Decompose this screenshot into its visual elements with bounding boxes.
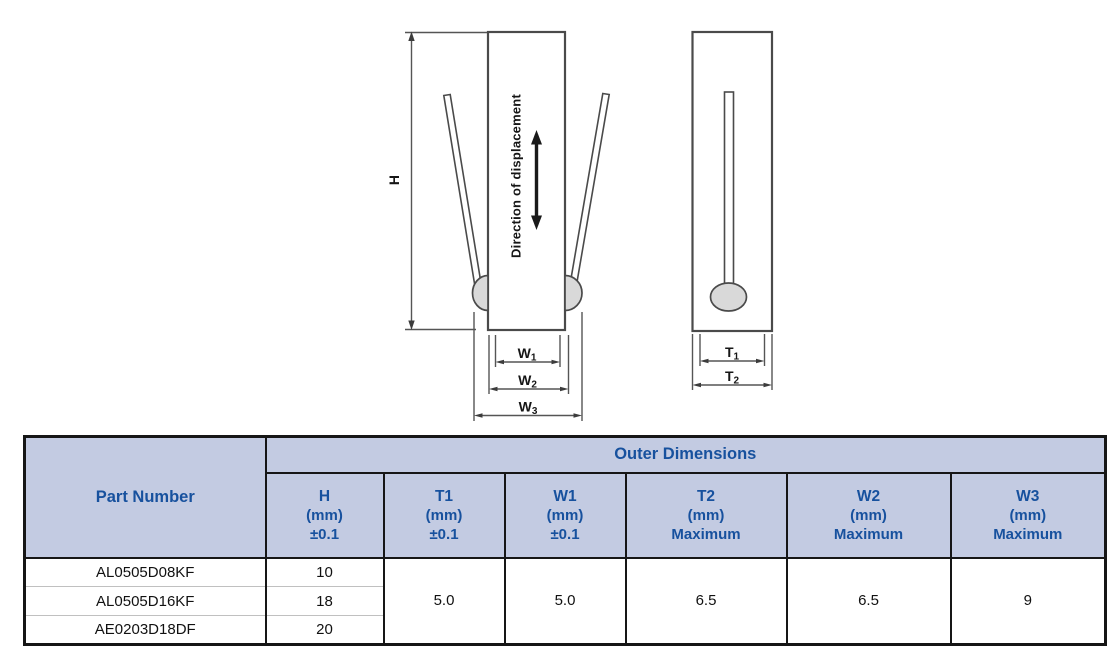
col-header-h-tolerance: ±0.1	[309, 525, 340, 543]
h-value-cell: 18	[264, 586, 385, 616]
col-header-t1: T1 (mm) ±0.1	[382, 471, 506, 559]
col-header-t2: T2 (mm) Maximum	[624, 471, 788, 559]
lead-wire-right	[567, 92, 611, 294]
part-number-header: Part Number	[23, 435, 267, 559]
front-view: H Direction of displacement W1	[386, 30, 611, 421]
actuator-body-front	[486, 30, 567, 332]
part-number-cell: AL0505D08KF	[23, 557, 267, 587]
col-header-w1-symbol: W1	[553, 487, 577, 505]
dimensions-table: Part Number Outer Dimensions H (mm) ±0.1…	[23, 435, 1108, 646]
table-row: AL0505D08KF 10 5.0 5.0 6.5 6.5 9	[23, 557, 1107, 645]
t1-value-cell: 5.0	[382, 557, 506, 645]
col-header-w3-symbol: W3	[1016, 487, 1040, 505]
col-header-w2-unit: (mm)	[850, 506, 887, 524]
col-header-t1-unit: (mm)	[425, 506, 463, 524]
solder-fillet-right	[564, 274, 583, 312]
col-header-w1-unit: (mm)	[546, 506, 584, 524]
t2-dimension: T2	[691, 334, 773, 390]
solder-fillet-left	[471, 274, 489, 312]
col-header-t1-symbol: T1	[434, 487, 454, 505]
col-header-w2-symbol: W2	[856, 487, 881, 505]
h-value-cell: 10	[264, 557, 385, 587]
w3-dimension-label: W3	[519, 399, 538, 418]
solder-fillet-side	[709, 282, 748, 312]
t1-dimension: T1	[699, 334, 766, 366]
col-header-t1-tolerance: ±0.1	[429, 525, 459, 543]
w2-dimension-label: W2	[518, 372, 537, 391]
col-header-w3: W3 (mm) Maximum	[949, 471, 1107, 559]
col-header-w2: W2 (mm) Maximum	[785, 471, 952, 559]
table-row: AE0203D18DF 20	[23, 615, 1106, 645]
col-header-w3-unit: (mm)	[1009, 506, 1047, 524]
col-header-w1: W1 (mm) ±0.1	[503, 471, 627, 559]
col-header-t2-unit: (mm)	[687, 506, 725, 524]
side-view: T1 T2	[691, 30, 774, 390]
lead-wire-left	[442, 93, 484, 293]
h-dimension: H	[386, 31, 487, 331]
h-dimension-label: H	[386, 175, 402, 185]
technical-drawing: H Direction of displacement W1	[386, 30, 774, 421]
t2-value-cell: 6.5	[624, 557, 788, 645]
col-header-w2-tolerance: Maximum	[833, 525, 904, 543]
w2-dimension: W2	[488, 335, 570, 394]
w3-value-cell: 9	[949, 557, 1107, 645]
col-header-t2-symbol: T2	[696, 487, 716, 505]
displacement-direction-label: Direction of displacement	[509, 94, 524, 258]
part-number-cell: AL0505D16KF	[23, 586, 267, 616]
col-header-w1-tolerance: ±0.1	[550, 525, 580, 543]
t1-dimension-label: T1	[725, 344, 740, 363]
outer-dimensions-header: Outer Dimensions	[264, 435, 1107, 474]
col-header-h-symbol: H	[318, 487, 331, 505]
col-header-h-unit: (mm)	[306, 506, 343, 524]
table-row: AL0505D16KF 18	[23, 586, 1106, 616]
part-number-cell: AE0203D18DF	[23, 615, 267, 645]
h-value-cell: 20	[264, 615, 385, 645]
w2-value-cell: 6.5	[785, 557, 952, 645]
col-header-w3-tolerance: Maximum	[993, 525, 1063, 543]
w1-dimension-label: W1	[518, 345, 537, 364]
col-header-t2-tolerance: Maximum	[671, 525, 741, 543]
w1-value-cell: 5.0	[503, 557, 627, 645]
w3-dimension: W3	[473, 312, 583, 421]
col-header-h: H (mm) ±0.1	[264, 471, 385, 559]
t2-dimension-label: T2	[725, 368, 740, 387]
lead-wire-side	[723, 91, 735, 291]
w1-dimension: W1	[494, 335, 561, 367]
displacement-arrow	[531, 130, 542, 230]
